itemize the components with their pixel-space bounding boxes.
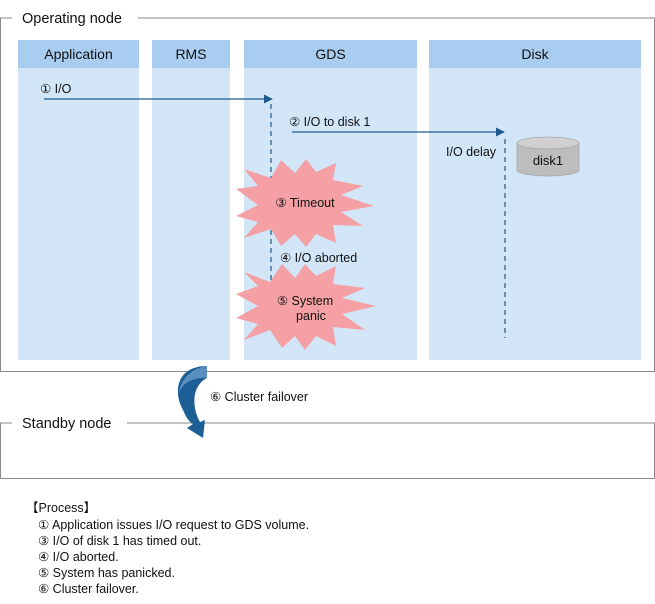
cluster-failover-label: ⑥ Cluster failover — [210, 390, 308, 404]
lane-header-gds: GDS — [315, 46, 345, 62]
io-to-disk-label: ② I/O to disk 1 — [289, 115, 370, 129]
io-request-label: ① I/O — [40, 82, 72, 96]
process-step: ⑥ Cluster failover. — [38, 582, 139, 596]
system-panic-label-line1: ⑤ System — [277, 294, 333, 308]
disk-label: disk1 — [533, 153, 563, 168]
process-step: ① Application issues I/O request to GDS … — [38, 518, 310, 532]
lane-disk: Disk — [429, 40, 641, 360]
lane-application: Application — [18, 40, 139, 360]
system-panic-burst: ⑤ System panic — [236, 264, 376, 350]
timeout-burst: ③ Timeout — [236, 159, 374, 247]
process-legend: 【Process】 ① Application issues I/O reque… — [22, 500, 642, 597]
lane-header-disk: Disk — [521, 46, 549, 62]
process-step: ③ I/O of disk 1 has timed out. — [38, 534, 202, 548]
timeout-label: ③ Timeout — [275, 196, 335, 210]
io-aborted-label: ④ I/O aborted — [280, 251, 357, 265]
operating-node-frame: Operating node — [0, 11, 655, 372]
operating-node-label: Operating node — [22, 11, 122, 27]
lane-header-rms: RMS — [175, 46, 206, 62]
disk-cylinder-icon: disk1 — [516, 136, 580, 177]
standby-node-label: Standby node — [22, 416, 112, 432]
process-steps: ① Application issues I/O request to GDS … — [22, 517, 642, 597]
lane-header-application: Application — [44, 46, 113, 62]
failover-arrow-icon — [177, 366, 207, 438]
process-title: 【Process】 — [26, 501, 97, 515]
process-step: ④ I/O aborted. — [38, 550, 119, 564]
process-step: ⑤ System has panicked. — [38, 566, 175, 580]
standby-node-frame: Standby node — [0, 416, 655, 479]
system-panic-label-line2: panic — [296, 309, 326, 323]
lane-rms: RMS — [152, 40, 230, 360]
io-delay-label: I/O delay — [446, 145, 497, 159]
